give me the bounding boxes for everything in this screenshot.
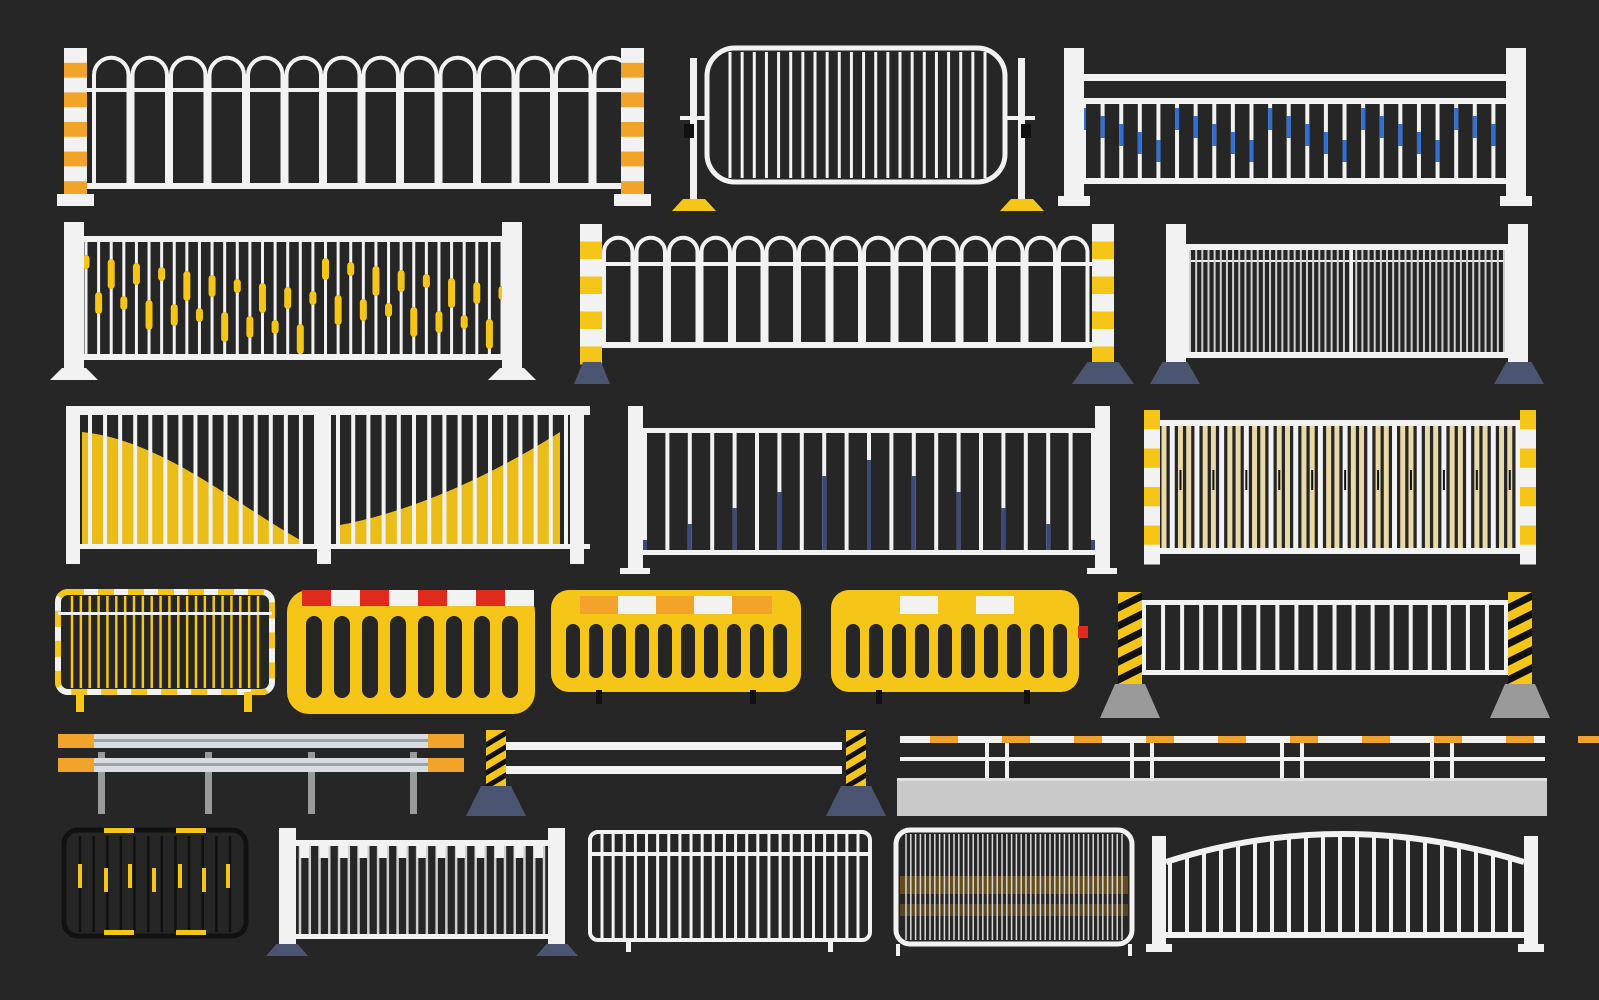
fence-square-top-bars (266, 828, 578, 956)
fence-navy-graded-bars (620, 406, 1117, 574)
fence-rounded-frame-panel (672, 45, 1044, 211)
barrier-plastic-white-yellow (831, 590, 1088, 704)
fence-dense-dark-panel (1150, 224, 1544, 384)
guardrail-beam (58, 734, 464, 814)
median-rail-concrete (897, 736, 1599, 816)
barrier-plastic-orange-white (551, 590, 801, 704)
fence-blue-accent-bars (1058, 48, 1532, 206)
barrier-plastic-red-white (287, 590, 535, 714)
fence-arched-orange-posts (57, 48, 651, 206)
fence-yellow-wave (66, 406, 590, 564)
rail-hazard-posts (466, 730, 886, 816)
fence-yellow-dots (50, 222, 536, 380)
fence-cream-bars (1144, 410, 1536, 565)
fence-simple-bars (588, 830, 872, 952)
fence-arched-top-rail (1146, 831, 1544, 952)
barrier-black-yellow-marks (61, 827, 249, 939)
barrier-mesh-panel (893, 827, 1135, 956)
barrier-yellow-frame-small (55, 589, 275, 712)
fence-arched-yellow-posts (574, 224, 1134, 384)
fence-hazard-posts (1100, 592, 1550, 718)
